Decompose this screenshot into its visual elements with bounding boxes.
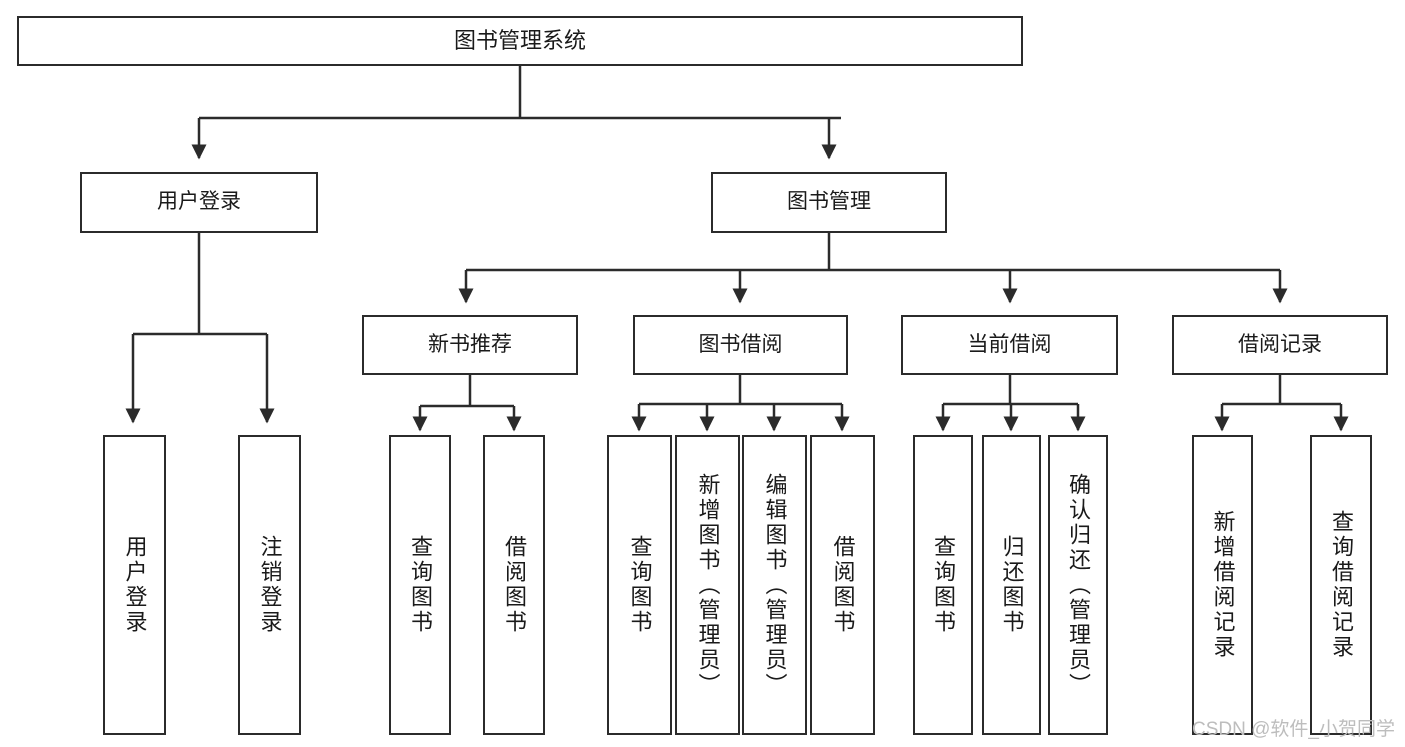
node-root-label: 图书管理系统 — [453, 28, 586, 54]
node-book-borrow-label: 图书借阅 — [698, 332, 783, 356]
node-leaf-borrow-borrow-book-label: 借阅图书 — [830, 535, 856, 635]
node-leaf-recommend-borrow-book[interactable]: 借阅图书 — [483, 435, 545, 735]
node-leaf-recommend-query-book[interactable]: 查询图书 — [389, 435, 451, 735]
node-leaf-borrow-query-book[interactable]: 查询图书 — [607, 435, 672, 735]
node-user-login[interactable]: 用户登录 — [80, 172, 318, 233]
node-leaf-current-confirm-return-admin-label: 确认归还（管理员） — [1066, 472, 1091, 698]
node-leaf-current-query-book-label: 查询图书 — [931, 535, 956, 635]
node-leaf-record-add-record-label: 新增借阅记录 — [1210, 510, 1236, 660]
node-leaf-record-query-record-label: 查询借阅记录 — [1329, 510, 1354, 660]
node-leaf-user-login[interactable]: 用户登录 — [103, 435, 166, 735]
node-root-book-management-system[interactable]: 图书管理系统 — [17, 16, 1023, 66]
node-new-book-recommend-label: 新书推荐 — [428, 332, 512, 356]
node-current-borrow[interactable]: 当前借阅 — [901, 315, 1118, 375]
node-leaf-recommend-query-book-label: 查询图书 — [408, 535, 433, 635]
node-leaf-current-confirm-return-admin[interactable]: 确认归还（管理员） — [1048, 435, 1108, 735]
node-leaf-current-return-book[interactable]: 归还图书 — [982, 435, 1041, 735]
node-book-management[interactable]: 图书管理 — [711, 172, 947, 233]
node-leaf-borrow-edit-book-admin[interactable]: 编辑图书（管理员） — [742, 435, 807, 735]
node-leaf-borrow-borrow-book[interactable]: 借阅图书 — [810, 435, 875, 735]
node-user-login-label: 用户登录 — [157, 190, 241, 214]
node-leaf-borrow-add-book-admin[interactable]: 新增图书（管理员） — [675, 435, 740, 735]
node-borrow-record[interactable]: 借阅记录 — [1172, 315, 1388, 375]
node-borrow-record-label: 借阅记录 — [1238, 332, 1322, 356]
node-leaf-user-login-label: 用户登录 — [122, 535, 148, 635]
csdn-watermark: CSDN @软件_小贺同学 — [1192, 719, 1395, 740]
node-current-borrow-label: 当前借阅 — [967, 332, 1052, 356]
node-book-management-label: 图书管理 — [787, 190, 871, 214]
node-leaf-logout[interactable]: 注销登录 — [238, 435, 301, 735]
node-leaf-borrow-add-book-admin-label: 新增图书（管理员） — [695, 472, 721, 698]
node-leaf-logout-label: 注销登录 — [257, 535, 283, 635]
node-leaf-borrow-edit-book-admin-label: 编辑图书（管理员） — [762, 472, 788, 698]
node-leaf-record-query-record[interactable]: 查询借阅记录 — [1310, 435, 1372, 735]
node-leaf-current-query-book[interactable]: 查询图书 — [913, 435, 973, 735]
node-leaf-current-return-book-label: 归还图书 — [999, 535, 1025, 635]
node-book-borrow[interactable]: 图书借阅 — [633, 315, 848, 375]
node-leaf-record-add-record[interactable]: 新增借阅记录 — [1192, 435, 1253, 735]
node-new-book-recommend[interactable]: 新书推荐 — [362, 315, 578, 375]
node-leaf-recommend-borrow-book-label: 借阅图书 — [502, 535, 527, 635]
node-leaf-borrow-query-book-label: 查询图书 — [627, 535, 653, 635]
